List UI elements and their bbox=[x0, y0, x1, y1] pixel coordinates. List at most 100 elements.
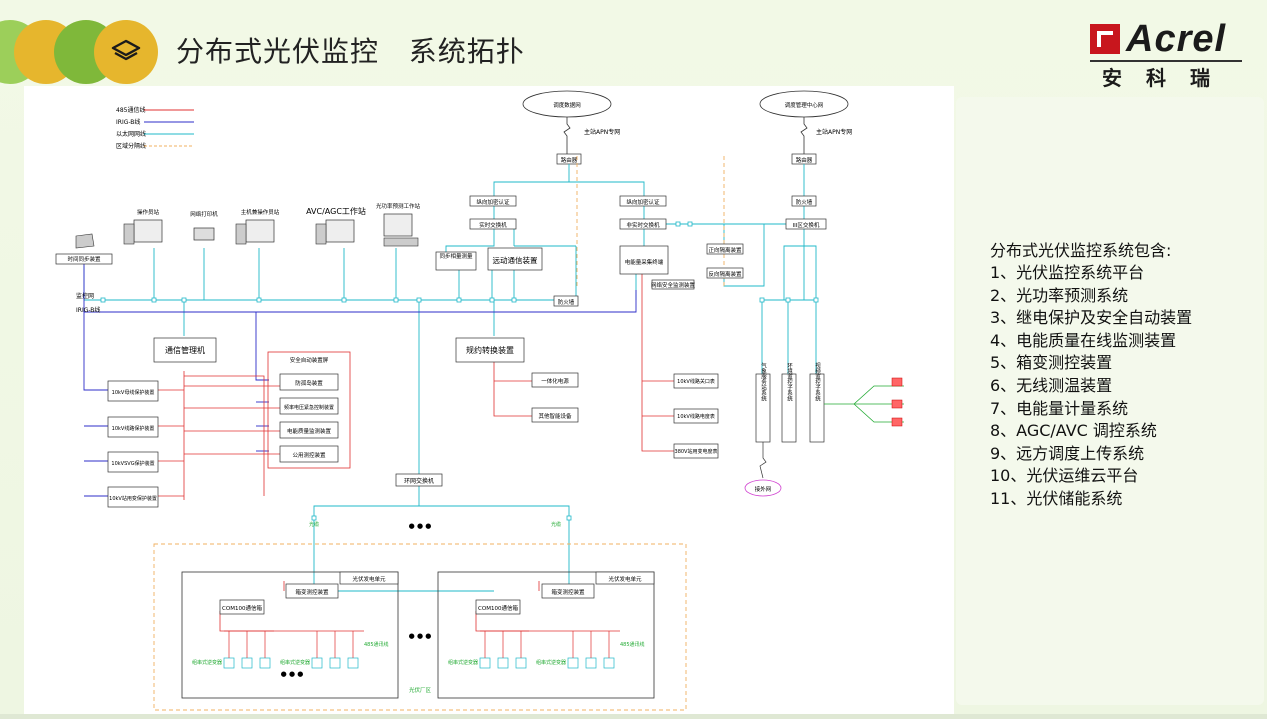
svg-text:光伏发电单元: 光伏发电单元 bbox=[608, 575, 642, 583]
svg-text:485通讯线: 485通讯线 bbox=[620, 641, 645, 648]
svg-text:组串式逆变器: 组串式逆变器 bbox=[536, 659, 566, 666]
fiber-right: 光缆 bbox=[551, 521, 561, 528]
workstations: 时间同步装置 操作员站 网络打印机 主机兼操作员站 AVC/AGC工作站 光功率… bbox=[55, 202, 421, 265]
description-item: 10、光伏运维云平台 bbox=[990, 466, 1139, 486]
description-item: 9、远方调度上传系统 bbox=[990, 443, 1145, 463]
svg-text:COM100通信箱: COM100通信箱 bbox=[222, 604, 262, 612]
svg-text:光功率预测工作站: 光功率预测工作站 bbox=[376, 202, 421, 210]
svg-text:环境监控子系统: 环境监控子系统 bbox=[786, 363, 793, 403]
topology-svg: 485通信线 IRIG-B线 以太网网线 区域分隔线 调度数据网 调度管理中心网… bbox=[55, 90, 904, 711]
station-net-label: 监控网 bbox=[76, 292, 94, 300]
vertical-subsystems: 气象服务站系统 环境监控子系统 视频监控子系统 接外网 bbox=[744, 362, 904, 497]
description-item: 7、电能量计量系统 bbox=[990, 398, 1129, 418]
header-circle-yellow2 bbox=[94, 20, 158, 84]
svg-text:10kV母线保护装置: 10kV母线保护装置 bbox=[112, 389, 155, 396]
svg-text:组串式逆变器: 组串式逆变器 bbox=[448, 659, 478, 666]
svg-text:光伏发电单元: 光伏发电单元 bbox=[352, 575, 386, 583]
svg-text:操作员站: 操作员站 bbox=[137, 208, 160, 216]
svg-text:规约转换装置: 规约转换装置 bbox=[466, 345, 514, 355]
dots-mid: ● ● ● bbox=[409, 632, 432, 640]
svg-text:纵向加密认证: 纵向加密认证 bbox=[626, 198, 660, 206]
svg-text:反向隔离装置: 反向隔离装置 bbox=[708, 270, 742, 278]
ws-host: 主机兼操作员站 bbox=[235, 208, 280, 245]
svg-text:调度管理中心网: 调度管理中心网 bbox=[785, 101, 824, 109]
legend-irig: IRIG-B线 bbox=[116, 118, 140, 126]
description-list: 1、光伏监控系统平台 2、光功率预测系统 3、继电保护及安全自动装置 4、电能质… bbox=[990, 262, 1192, 511]
pv-unit-left: 光伏发电单元 箱变测控装置 COM100通信箱 485通讯线 组串式逆变器 组串… bbox=[181, 571, 399, 699]
svg-text:实时交换机: 实时交换机 bbox=[479, 221, 507, 229]
cloud-right: 调度管理中心网 bbox=[759, 90, 849, 118]
description-item: 8、AGC/AVC 调控系统 bbox=[990, 421, 1157, 441]
svg-text:主机兼操作员站: 主机兼操作员站 bbox=[241, 208, 280, 216]
page-title-sub: 系统拓扑 bbox=[408, 35, 525, 68]
svg-text:10kVSVG保护装置: 10kVSVG保护装置 bbox=[111, 460, 154, 467]
svg-text:公用测控装置: 公用测控装置 bbox=[292, 451, 326, 459]
description-item: 3、继电保护及安全自动装置 bbox=[990, 308, 1193, 328]
page-title: 分布式光伏监控 系统拓扑 bbox=[176, 30, 525, 70]
svg-text:路由器: 路由器 bbox=[561, 156, 578, 164]
clock-device: 时间同步装置 bbox=[55, 233, 113, 265]
svg-text:视频监控子系统: 视频监控子系统 bbox=[814, 362, 821, 403]
apn-right: 主站APN专网 bbox=[816, 128, 852, 136]
svg-text:其他智能设备: 其他智能设备 bbox=[538, 412, 572, 420]
svg-text:同步相量测量: 同步相量测量 bbox=[439, 252, 473, 260]
ws-operator: 操作员站 bbox=[123, 208, 163, 245]
svg-text:10kV线路保护装置: 10kV线路保护装置 bbox=[112, 425, 155, 432]
svg-text:远动通信装置: 远动通信装置 bbox=[493, 255, 538, 265]
middle-boxes: 通信管理机 规约转换装置 一体化电源 其他智能设备 安全自动装置屏 防孤岛装置 … bbox=[107, 337, 719, 508]
svg-text:防孤岛装置: 防孤岛装置 bbox=[295, 379, 323, 387]
topology-diagram: 485通信线 IRIG-B线 以太网网线 区域分隔线 调度数据网 调度管理中心网… bbox=[24, 86, 954, 714]
ring-switch: 环网交换机 光缆 光缆 ● ● ● ● ● ● bbox=[309, 473, 561, 640]
legend: 485通信线 IRIG-B线 以太网网线 区域分隔线 bbox=[116, 106, 194, 150]
svg-text:非实时交换机: 非实时交换机 bbox=[626, 221, 660, 229]
svg-text:正向隔离装置: 正向隔离装置 bbox=[708, 246, 742, 254]
svg-text:电能量采集终端: 电能量采集终端 bbox=[625, 258, 664, 266]
svg-text:III区交换机: III区交换机 bbox=[793, 221, 820, 229]
svg-text:网络安全监测装置: 网络安全监测装置 bbox=[651, 281, 696, 289]
legend-zone: 区域分隔线 bbox=[116, 142, 146, 150]
logo-word: Acrel bbox=[1126, 18, 1227, 60]
description-item: 11、光伏储能系统 bbox=[990, 488, 1123, 508]
svg-text:COM100通信箱: COM100通信箱 bbox=[478, 604, 518, 612]
apn-left: 主站APN专网 bbox=[584, 128, 620, 136]
ws-printer: 网络打印机 bbox=[190, 210, 218, 241]
legend-485: 485通信线 bbox=[116, 106, 145, 114]
description-item: 1、光伏监控系统平台 bbox=[990, 263, 1145, 282]
legend-ethernet: 以太网网线 bbox=[116, 130, 146, 138]
dots-top: ● ● ● bbox=[409, 522, 432, 530]
description-panel bbox=[956, 97, 1264, 705]
svg-text:箱变测控装置: 箱变测控装置 bbox=[551, 588, 585, 596]
irig-label: IRIG-B线 bbox=[76, 306, 100, 314]
svg-text:10kV线路电度表: 10kV线路电度表 bbox=[677, 413, 715, 420]
svg-text:AVC/AGC工作站: AVC/AGC工作站 bbox=[306, 206, 366, 216]
svg-text:组串式逆变器: 组串式逆变器 bbox=[192, 659, 222, 666]
svg-text:组串式逆变器: 组串式逆变器 bbox=[280, 659, 310, 666]
svg-text:气象服务站系统: 气象服务站系统 bbox=[760, 362, 767, 403]
svg-text:网络打印机: 网络打印机 bbox=[190, 210, 218, 218]
ws-forecast: 光功率预测工作站 bbox=[376, 202, 421, 247]
description-item: 2、光功率预测系统 bbox=[990, 285, 1129, 305]
svg-text:● ● ●: ● ● ● bbox=[281, 670, 304, 678]
svg-text:调度数据网: 调度数据网 bbox=[553, 101, 581, 109]
svg-text:380V站用变电度表: 380V站用变电度表 bbox=[675, 448, 718, 455]
svg-text:路由器: 路由器 bbox=[796, 156, 813, 164]
header: 分布式光伏监控 系统拓扑 Acrel 安科瑞 bbox=[0, 0, 1267, 95]
cloud-left: 调度数据网 bbox=[522, 90, 612, 118]
svg-text:防火墙: 防火墙 bbox=[796, 198, 813, 206]
top-boxes: 纵向加密认证 实时交换机 纵向加密认证 非实时交换机 防火墙 III区交换机 正… bbox=[435, 195, 827, 307]
svg-text:时间同步装置: 时间同步装置 bbox=[67, 255, 101, 263]
svg-text:箱变测控装置: 箱变测控装置 bbox=[295, 588, 329, 596]
ws-avc: AVC/AGC工作站 bbox=[306, 206, 366, 245]
svg-text:纵向加密认证: 纵向加密认证 bbox=[476, 198, 510, 206]
svg-text:安全自动装置屏: 安全自动装置屏 bbox=[290, 356, 329, 364]
svg-text:环网交换机: 环网交换机 bbox=[404, 477, 434, 485]
logo-chinese: 安科瑞 bbox=[1102, 66, 1234, 90]
svg-text:防火墙: 防火墙 bbox=[558, 298, 575, 306]
svg-text:频率电压紧急控制装置: 频率电压紧急控制装置 bbox=[284, 404, 334, 411]
svg-text:485通讯线: 485通讯线 bbox=[364, 641, 389, 648]
description-title: 分布式光伏监控系统包含: bbox=[990, 241, 1172, 260]
logo-divider bbox=[1090, 60, 1242, 62]
svg-text:一体化电源: 一体化电源 bbox=[541, 377, 569, 385]
pv-unit-right: 光伏发电单元 箱变测控装置 COM100通信箱 485通讯线 组串式逆变器 组串… bbox=[437, 571, 655, 699]
page-title-main: 分布式光伏监控 bbox=[176, 35, 380, 68]
